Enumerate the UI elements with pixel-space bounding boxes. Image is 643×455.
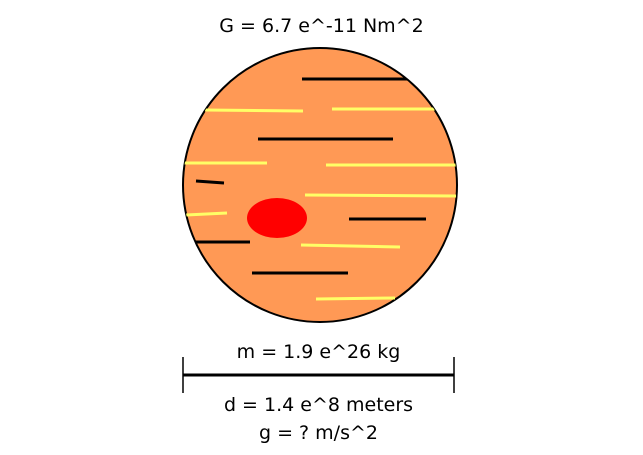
light-band — [185, 211, 228, 217]
light-band — [315, 296, 396, 301]
gravitational-constant-label: G = 6.7 e^-11 Nm^2 — [219, 15, 424, 37]
light-band — [300, 243, 401, 249]
mass-label: m = 1.9 e^26 kg — [236, 341, 401, 363]
planet-body — [182, 47, 458, 323]
distance-bar — [182, 357, 455, 393]
distance-label: d = 1.4 e^8 meters — [223, 394, 414, 416]
gravity-question-label: g = ? m/s^2 — [258, 422, 378, 444]
light-band — [304, 193, 457, 198]
dark-band — [195, 179, 225, 185]
light-band — [204, 108, 304, 113]
great-red-spot — [247, 198, 307, 238]
